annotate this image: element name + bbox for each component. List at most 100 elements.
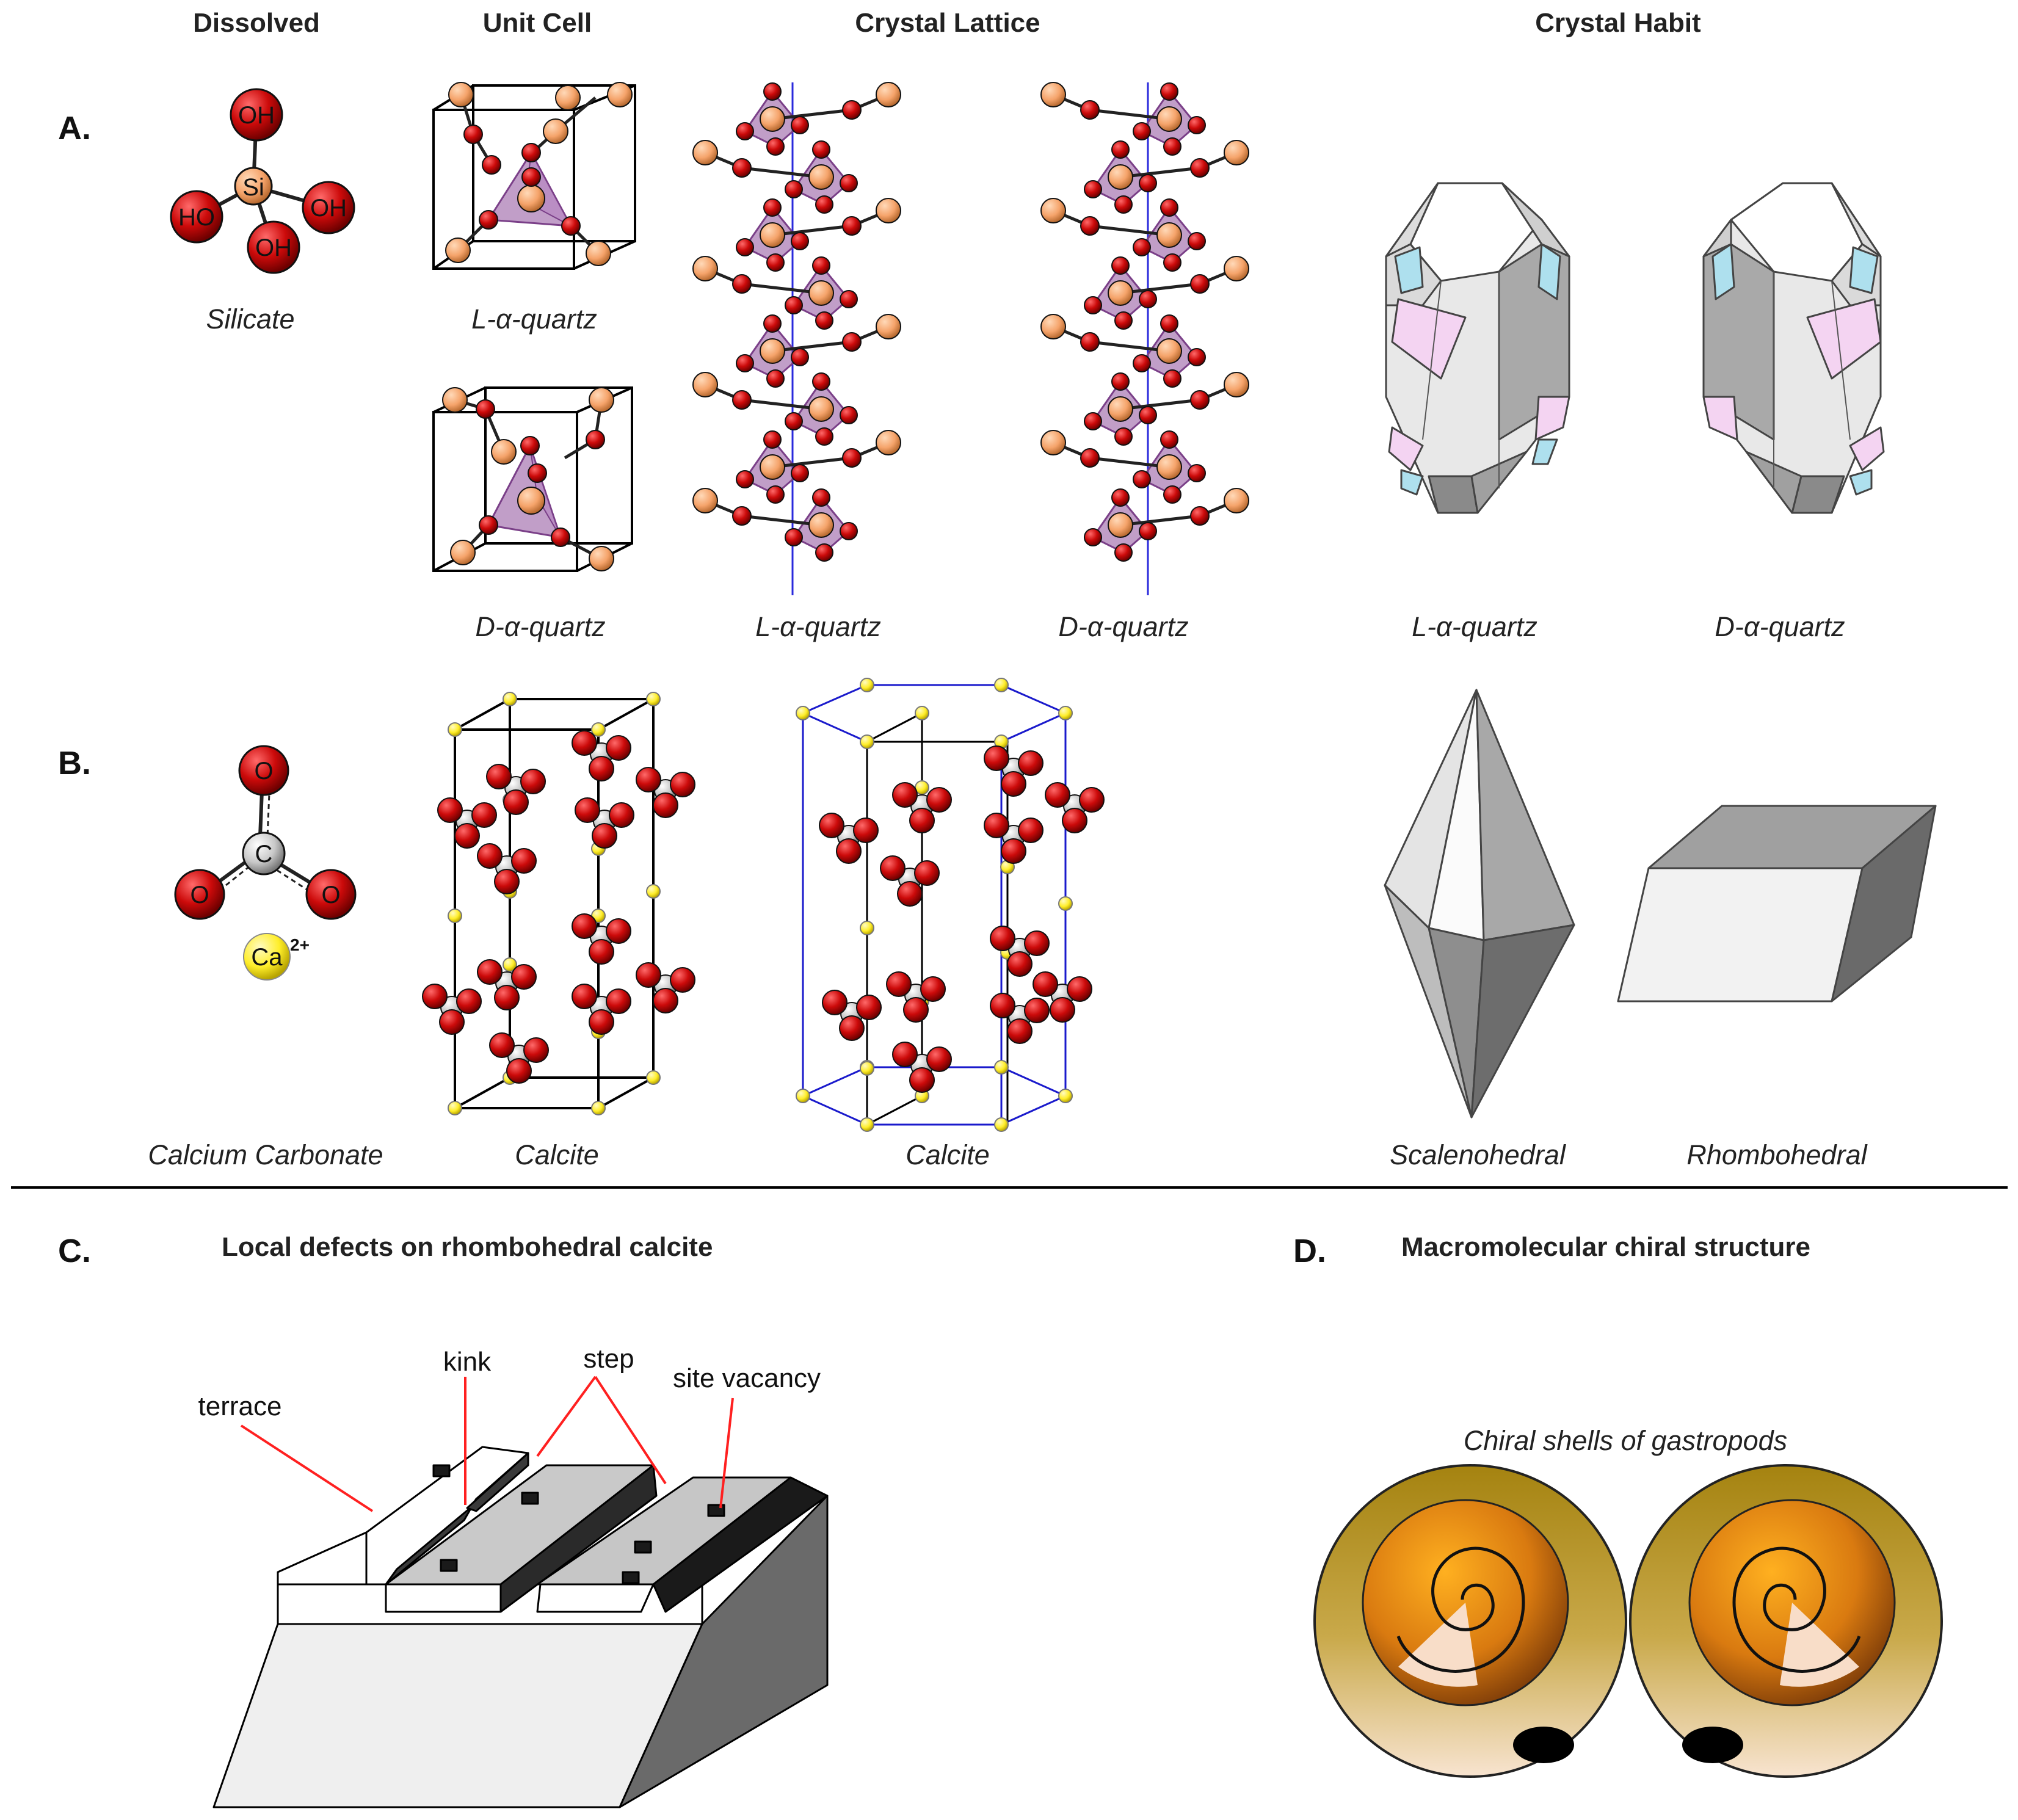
- oxygen-atom: [1067, 976, 1092, 1002]
- shell-left: [1313, 1464, 1627, 1778]
- oxygen-atom: [1084, 528, 1102, 546]
- oxygen-atom: [1024, 930, 1050, 956]
- oxygen-atom: [1114, 543, 1133, 562]
- oxygen-atom: [653, 792, 678, 818]
- rhombohedral-crystal: [1617, 805, 1937, 1002]
- oxygen-atom: [1084, 412, 1102, 430]
- oxygen-atom: [812, 256, 830, 275]
- oxygen-atom: [736, 122, 754, 140]
- calcite-hex-lattice: [796, 678, 1105, 1132]
- bond: [1089, 340, 1170, 353]
- oxygen-atom: [1024, 998, 1050, 1023]
- oxygen-atom: [791, 348, 809, 366]
- scalenohedral-crystal: [1384, 689, 1575, 1118]
- calcium-atom: [994, 678, 1009, 692]
- oxygen-atom: [606, 988, 631, 1014]
- panel-label-c: C.: [58, 1233, 91, 1269]
- oxygen-atom: [1160, 198, 1178, 217]
- panel-label-b: B.: [58, 745, 91, 781]
- silicon-atom: [1108, 396, 1133, 422]
- quartz-crystal-d: [1702, 182, 1885, 514]
- oxygen-atom: [170, 190, 223, 244]
- calcite-unit-cell: [422, 692, 695, 1115]
- caption-unit-cell-d: D-α-quartz: [475, 611, 605, 642]
- oxygen-atom: [1160, 314, 1178, 333]
- calcium-symbol: Ca: [251, 944, 283, 971]
- oxygen-atom: [920, 976, 946, 1002]
- silicon-atom: [692, 488, 718, 513]
- lattice-helix-l-quartz: [692, 82, 901, 595]
- oxygen-atom: [1080, 100, 1100, 120]
- oxygen-atom: [892, 782, 918, 808]
- oxygen-atom: [785, 296, 803, 314]
- caption-habit-l: L-α-quartz: [1412, 611, 1537, 642]
- oxygen-atom: [636, 767, 661, 792]
- silicon-atom: [692, 140, 718, 165]
- oxygen-atom: [736, 354, 754, 372]
- oxygen-atom: [494, 869, 520, 894]
- oxygen-atom: [486, 764, 512, 789]
- oxygen-atom: [763, 314, 782, 333]
- silicon-atom: [1156, 454, 1182, 480]
- calcium-atom: [646, 1070, 661, 1085]
- oxygen-atom: [606, 918, 631, 944]
- silicon-atom: [1108, 164, 1133, 190]
- oxygen-atom: [1111, 488, 1130, 507]
- ligand-label: OH: [238, 102, 275, 129]
- oxygen-atom: [1018, 818, 1043, 843]
- oxygen-atom: [670, 967, 695, 993]
- oxygen-atom: [766, 485, 785, 504]
- oxygen-atom: [842, 448, 862, 468]
- silicon-atom: [234, 167, 273, 206]
- bond: [741, 514, 822, 527]
- oxygen-atom: [1084, 296, 1102, 314]
- oxygen-atom: [791, 464, 809, 482]
- oxygen-atom: [1114, 427, 1133, 446]
- silicon-atom: [760, 454, 785, 480]
- oxygen-atom: [572, 913, 597, 939]
- oxygen-atom: [1188, 464, 1206, 482]
- oxygen-atom: [822, 990, 847, 1015]
- oxygen-atom: [489, 1032, 515, 1058]
- calcium-atom: [860, 921, 874, 935]
- silicon-atom: [760, 222, 785, 248]
- calcium-atom: [860, 678, 874, 692]
- unit-cell-d-quartz: [432, 386, 633, 572]
- oxygen-atom: [1080, 332, 1100, 352]
- oxygen-atom: [1139, 522, 1157, 540]
- oxygen-atom: [1188, 116, 1206, 134]
- oxygen-atom: [1111, 256, 1130, 275]
- header-crystal-habit: Crystal Habit: [1535, 8, 1701, 38]
- panel-label-a: A.: [58, 110, 91, 147]
- callout-kink: kink: [443, 1347, 492, 1377]
- caption-rhombohedral: Rhombohedral: [1686, 1139, 1868, 1170]
- bond: [1089, 456, 1170, 469]
- oxygen-atom: [494, 985, 520, 1010]
- oxygen-symbol: O: [254, 758, 273, 785]
- bond: [1089, 224, 1170, 237]
- bond: [1120, 398, 1200, 411]
- caption-scalenohedral: Scalenohedral: [1390, 1139, 1567, 1170]
- silicon-atom: [1224, 256, 1249, 281]
- bond: [1120, 514, 1200, 527]
- oxygen-atom: [1114, 195, 1133, 214]
- oxygen-atom: [589, 939, 614, 965]
- silicon-atom: [1040, 198, 1066, 223]
- calcium-atom: [860, 1117, 874, 1132]
- header-unit-cell: Unit Cell: [483, 8, 592, 38]
- oxygen-atom: [1190, 506, 1210, 526]
- oxygen-atom: [302, 181, 355, 234]
- silicon-atom: [1108, 512, 1133, 538]
- oxygen-atom: [840, 290, 858, 308]
- oxygen-atom: [840, 406, 858, 424]
- oxygen-atom: [1007, 951, 1033, 977]
- oxygen-atom: [990, 993, 1015, 1018]
- lattice-helix-d-quartz: [1040, 82, 1249, 595]
- caption-calcite-cell: Calcite: [515, 1139, 599, 1170]
- calcium-atom: [860, 734, 874, 749]
- oxygen-atom: [592, 823, 617, 849]
- silicon-atom: [808, 164, 834, 190]
- calcite-surface-diagram: [212, 1376, 829, 1808]
- oxygen-atom: [1133, 354, 1151, 372]
- calcium-atom: [915, 706, 929, 720]
